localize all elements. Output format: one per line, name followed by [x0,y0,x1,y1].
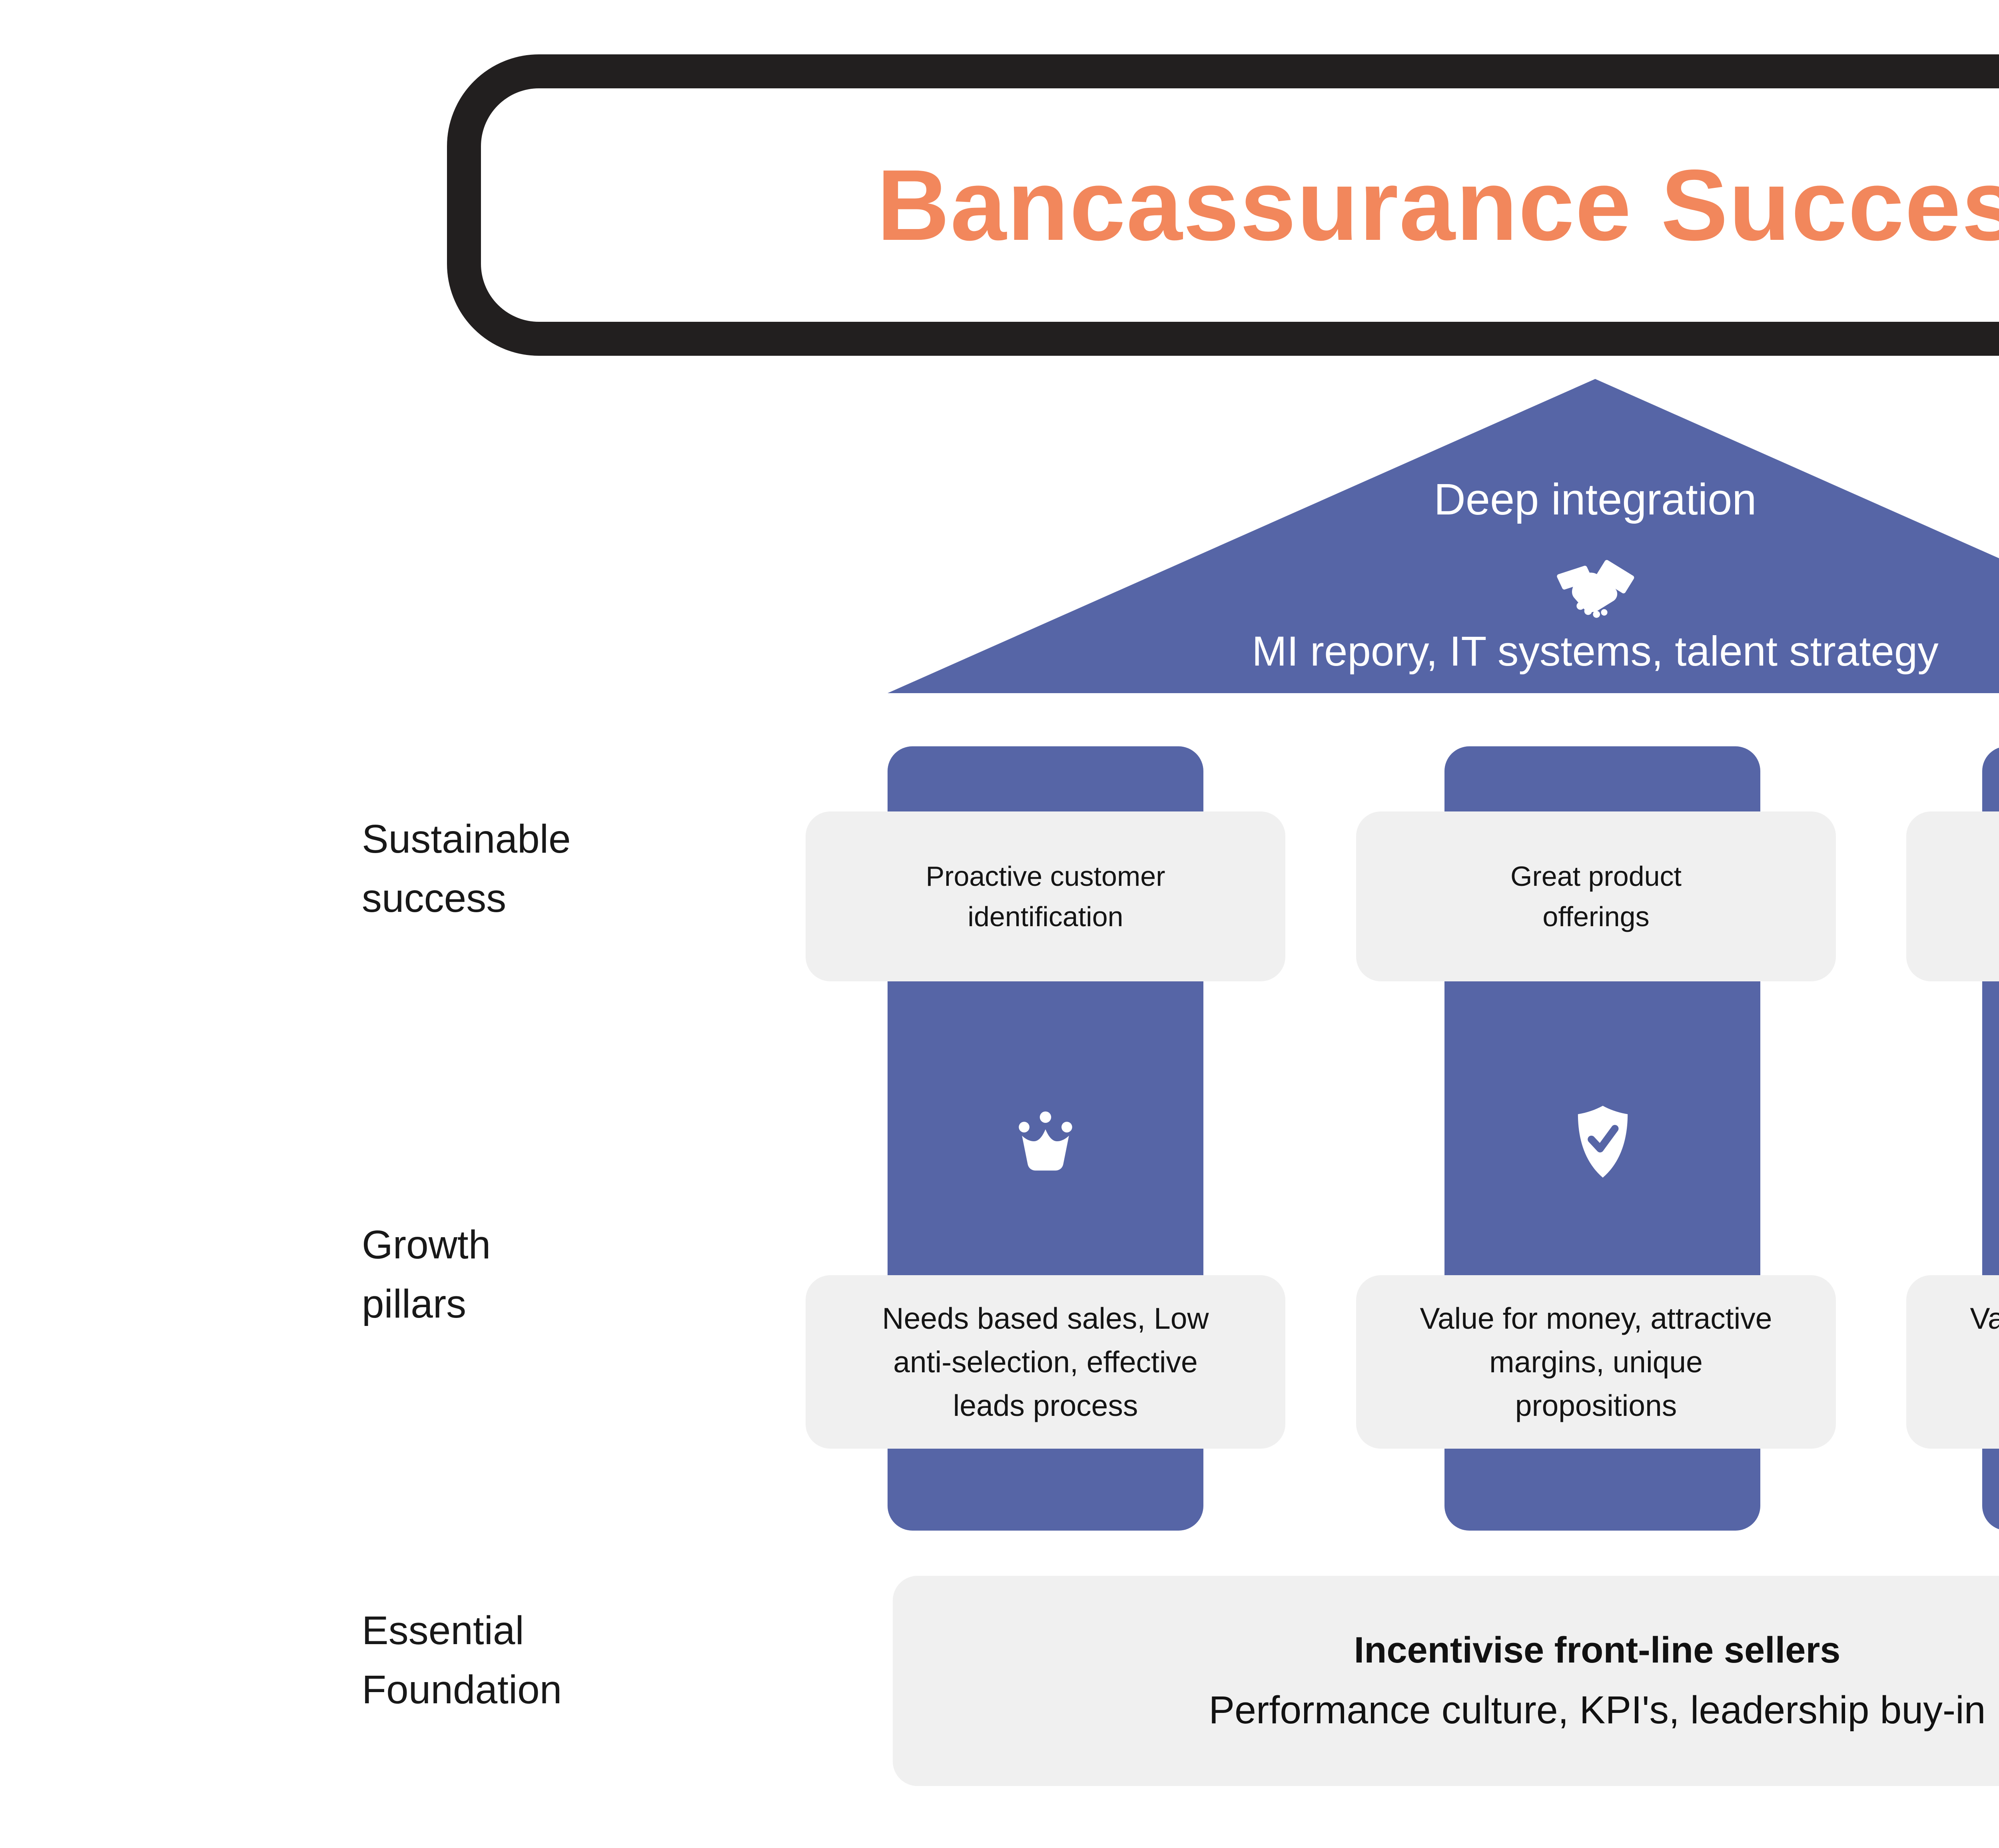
foundation-heading: Incentivise front-line sellers [1354,1630,1841,1671]
handshake-icon [1555,560,1635,619]
botbox-value-for-money-2: Value for money, attractive margins, uni… [1906,1275,1999,1449]
botbox-line: Value for money, attractive [1420,1301,1772,1335]
topbox-seamless-issuance: Seamless issuance [1906,811,1999,981]
foundation-box: Incentivise front-line sellers Performan… [893,1576,1999,1786]
botbox-needs-based-sales: Needs based sales, Low anti-selection, e… [806,1275,1285,1449]
botbox-line: margins, unique [1489,1345,1703,1379]
crown-icon [1009,1106,1081,1178]
topbox-line: Great product [1510,860,1682,892]
topbox-line: Proactive customer [926,860,1165,892]
botbox-line: Value for money, attractive [1970,1301,1999,1335]
side-label-sustainable-success: Sustainable success [362,809,571,928]
topbox-great-product-offerings: Great product offerings [1356,811,1836,981]
roof-heading: Deep integration [1434,475,1757,524]
shield-check-icon [1569,1098,1636,1194]
side-label-line: Foundation [362,1667,562,1712]
topbox-line: identification [968,901,1123,932]
page-title: Bancassurance Success Plan [876,149,1999,261]
botbox-value-for-money-1: Value for money, attractive margins, uni… [1356,1275,1836,1449]
botbox-line: anti-selection, effective [893,1345,1198,1379]
roof-triangle: Deep integration MI repory, IT systems, … [888,379,1999,693]
side-label-line: Growth [362,1222,491,1267]
side-label-growth-pillars: Growth pillars [362,1215,491,1334]
botbox-line: propositions [1515,1388,1677,1422]
topbox-proactive-customer-identification: Proactive customer identification [806,811,1285,981]
roof-subtext: MI repory, IT systems, talent strategy [1252,628,1939,675]
title-box: Bancassurance Success Plan [447,54,1999,356]
side-label-line: pillars [362,1282,467,1326]
foundation-subtext: Performance culture, KPI's, leadership b… [1209,1688,1986,1732]
side-label-line: Essential [362,1608,524,1653]
topbox-line: offerings [1542,901,1650,932]
botbox-line: Needs based sales, Low [882,1301,1209,1335]
side-label-line: Sustainable [362,817,571,861]
botbox-line: leads process [953,1388,1138,1422]
side-label-line: success [362,876,507,921]
side-label-essential-foundation: Essential Foundation [362,1601,562,1719]
